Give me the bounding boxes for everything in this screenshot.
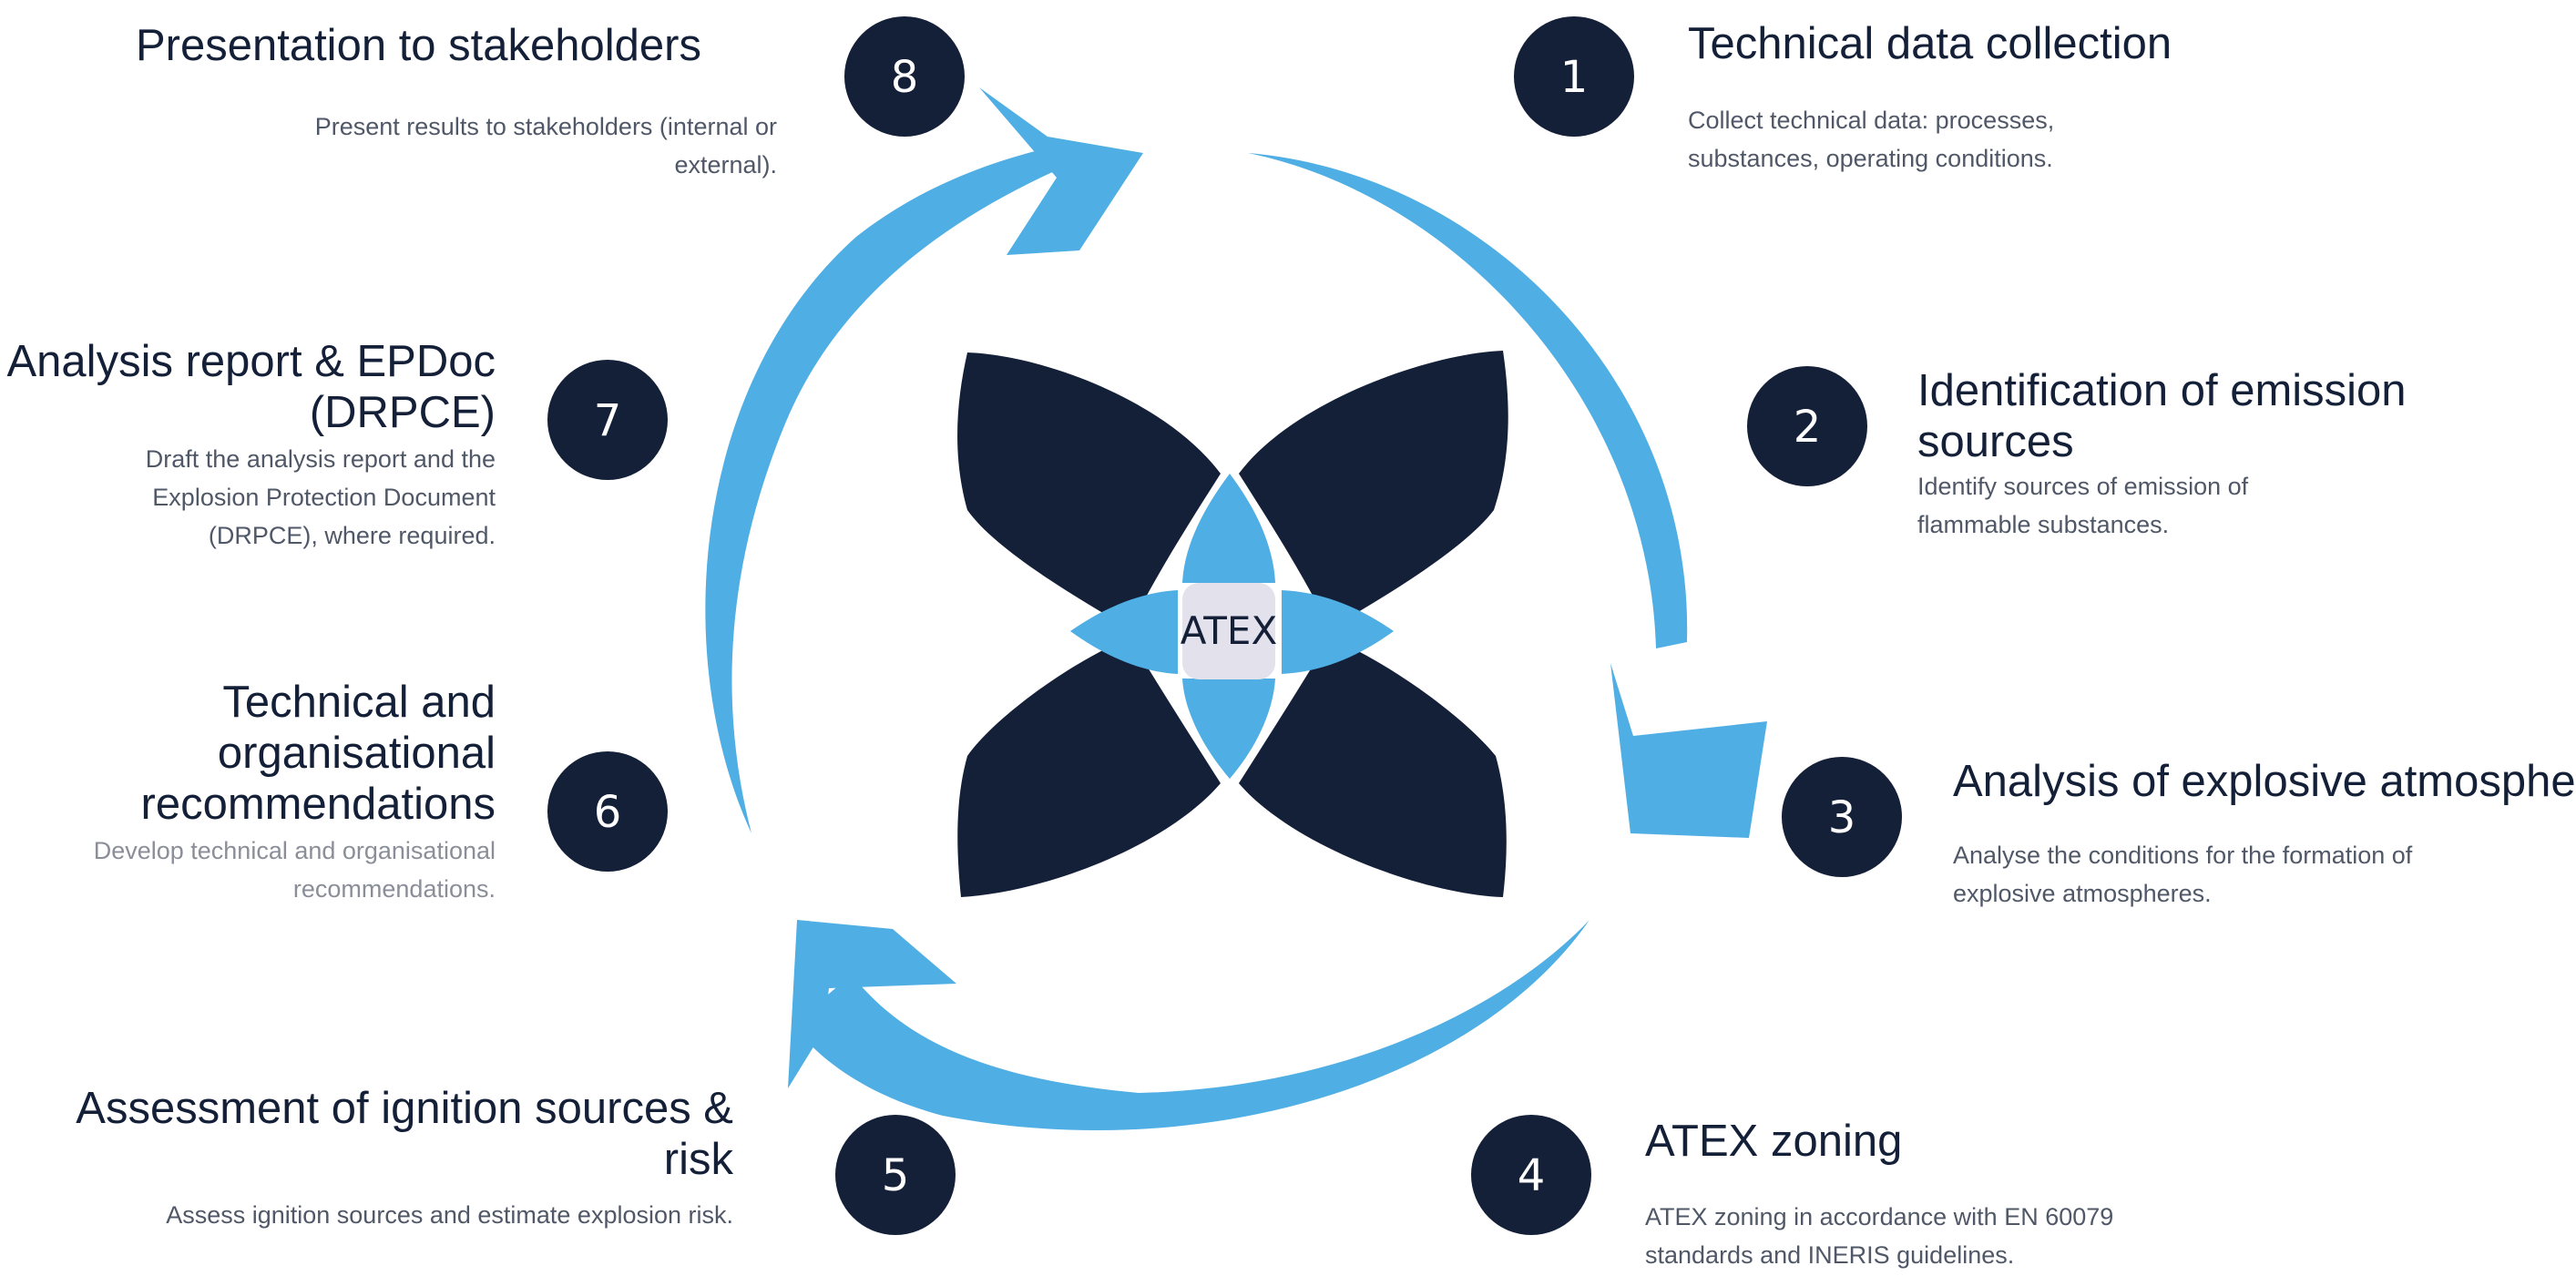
lens-top bbox=[1182, 474, 1275, 583]
step-badge-3: 3 bbox=[1782, 757, 1902, 877]
petal-top-right bbox=[1239, 351, 1508, 628]
step-8-description: Present results to stakeholders (interna… bbox=[314, 113, 777, 179]
atex-logo: ATEX bbox=[957, 351, 1508, 897]
step-number-2: 2 bbox=[1794, 402, 1822, 453]
step-number-3: 3 bbox=[1828, 792, 1856, 843]
lens-bottom bbox=[1182, 679, 1275, 779]
lens-left bbox=[1070, 590, 1178, 674]
step-3-description: Analyse the conditions for the formation… bbox=[1953, 842, 2413, 907]
step-5-description: Assess ignition sources and estimate exp… bbox=[166, 1201, 733, 1229]
arrow-arc-right bbox=[1248, 153, 1688, 648]
step-6-description: Develop technical and organisational rec… bbox=[93, 837, 496, 903]
step-5-title: Assessment of ignition sources & risk bbox=[76, 1084, 733, 1184]
arrow-head-bottom bbox=[788, 920, 956, 1088]
step-7-title: Analysis report & EPDoc (DRPCE) bbox=[6, 337, 496, 437]
step-2-title: Identification of emission sources bbox=[1917, 366, 2407, 466]
arrow-arc-bottom bbox=[792, 920, 1590, 1131]
cycle-arrows bbox=[705, 87, 1767, 1131]
center-label: ATEX bbox=[1181, 608, 1277, 653]
step-1-title: Technical data collection bbox=[1688, 19, 2172, 68]
step-6-title: Technical and organisational recommendat… bbox=[140, 678, 496, 829]
step-2-description: Identify sources of emission of flammabl… bbox=[1917, 473, 2249, 538]
step-badge-8: 8 bbox=[844, 16, 965, 137]
step-number-1: 1 bbox=[1560, 52, 1589, 103]
step-number-6: 6 bbox=[594, 787, 622, 838]
step-badge-5: 5 bbox=[835, 1115, 956, 1235]
step-8-title: Presentation to stakeholders bbox=[135, 21, 701, 70]
step-4-title: ATEX zoning bbox=[1645, 1117, 1903, 1166]
petal-top-left bbox=[957, 352, 1221, 628]
step-badge-6: 6 bbox=[547, 751, 668, 872]
step-number-4: 4 bbox=[1518, 1150, 1546, 1201]
step-1-description: Collect technical data: processes, subst… bbox=[1688, 107, 2055, 172]
step-3-title: Analysis of explosive atmospheres bbox=[1953, 757, 2576, 806]
petal-bottom-left bbox=[957, 638, 1221, 897]
step-number-8: 8 bbox=[891, 52, 919, 103]
step-number-5: 5 bbox=[882, 1150, 910, 1201]
step-badges: 1 2 3 4 5 6 7 8 bbox=[547, 16, 1902, 1235]
step-number-7: 7 bbox=[594, 395, 622, 446]
arrow-head-right bbox=[1610, 663, 1767, 838]
step-badge-1: 1 bbox=[1514, 16, 1634, 137]
step-badge-4: 4 bbox=[1471, 1115, 1591, 1235]
center-square bbox=[1182, 583, 1275, 679]
petal-bottom-right bbox=[1239, 638, 1507, 897]
step-4-description: ATEX zoning in accordance with EN 60079 … bbox=[1645, 1203, 2114, 1269]
step-badge-7: 7 bbox=[547, 360, 668, 480]
step-badge-2: 2 bbox=[1747, 366, 1867, 486]
arrow-head-top bbox=[979, 87, 1143, 255]
step-7-description: Draft the analysis report and the Explos… bbox=[145, 445, 496, 549]
lens-right bbox=[1282, 590, 1394, 674]
arrow-arc-left bbox=[705, 144, 1070, 833]
